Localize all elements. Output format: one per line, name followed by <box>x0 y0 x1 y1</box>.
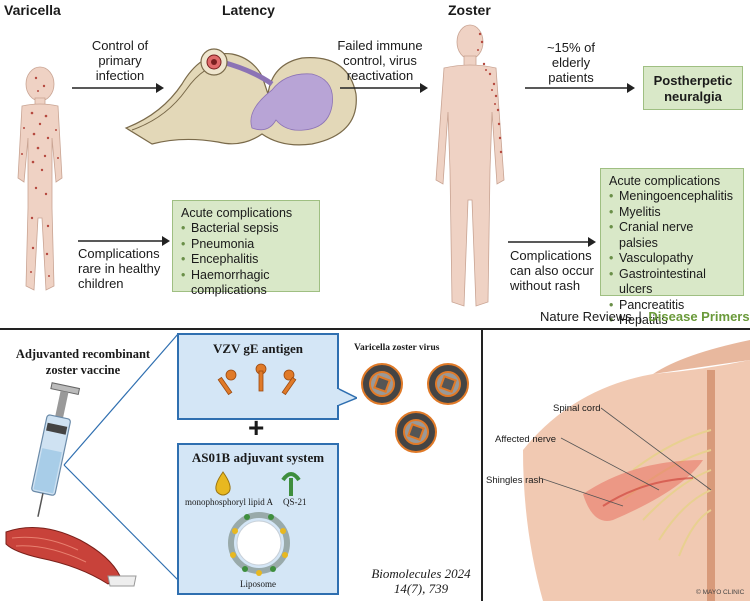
varicella-heading: Varicella <box>4 2 61 18</box>
liposome-label: Liposome <box>240 579 276 589</box>
adjuvant-box: AS01B adjuvant system monophosphoryl lip… <box>177 443 339 595</box>
arrow-zoster-complications <box>508 237 596 247</box>
copyright-notice: © MAYO CLINIC <box>696 589 745 596</box>
list-item: Meningoencephalitis <box>609 189 735 205</box>
list-item: Pneumonia <box>181 237 311 253</box>
rare-complications-label: Complications rare in healthy children <box>78 246 161 291</box>
also-complications-label: Complications can also occur without ras… <box>510 248 594 293</box>
adjuvant-components <box>215 471 301 496</box>
arrow-control <box>72 83 164 93</box>
panel-divider-vertical <box>481 330 483 601</box>
spinal-cord-label: Spinal cord <box>553 403 601 414</box>
list-item: Cranial nerve palsies <box>609 220 735 251</box>
antigen-box: VZV gE antigen <box>177 333 339 420</box>
varicella-complications-box: Acute complications Bacterial sepsis Pne… <box>172 200 320 297</box>
list-item: Myelitis <box>609 205 735 221</box>
vaccine-title: Adjuvanted recombinant zoster vaccine <box>15 347 151 377</box>
plus-sign: + <box>248 412 265 443</box>
list-item: Bacterial sepsis <box>181 221 311 237</box>
syringe-muscle-illustration <box>5 382 137 587</box>
panel-divider-horizontal <box>0 328 750 330</box>
arrow-varicella-complications <box>78 236 170 246</box>
zoster-complications-box: Acute complications Meningoencephalitis … <box>600 168 744 328</box>
complications-title: Acute complications <box>609 174 721 188</box>
arrow-elderly <box>525 83 635 93</box>
affected-nerve-label: Affected nerve <box>495 434 557 445</box>
mpl-label: monophosphoryl lipid A <box>185 497 274 507</box>
arrow-reactivation <box>340 83 428 93</box>
journal-credit: Nature Reviews | Disease Primers <box>540 309 750 324</box>
adjuvant-title: AS01B adjuvant system <box>191 450 325 465</box>
shingles-rash-label: Shingles rash <box>486 475 544 486</box>
varicella-zoster-virus-particles <box>361 363 469 453</box>
antigen-title: VZV gE antigen <box>212 341 304 356</box>
citation: Biomolecules 2024 14(7), 739 <box>371 566 471 596</box>
child-figure-varicella <box>17 66 63 291</box>
list-item: Encephalitis <box>181 252 311 268</box>
control-infection-label: Control of primary infection <box>91 38 149 83</box>
callout-pointer <box>337 388 357 407</box>
latency-heading: Latency <box>222 2 275 18</box>
postherpetic-neuralgia-box: Postherpetic neuralgia <box>643 66 743 110</box>
list-item: Haemorrhagic complications <box>181 268 311 299</box>
spinal-cord-latency-diagram <box>124 48 357 146</box>
zoom-connector-lines <box>63 333 179 581</box>
list-item: Gastrointestinal ulcers <box>609 267 735 298</box>
elderly-percentage-label: ~15% of elderly patients <box>546 40 596 85</box>
anatomy-leader-lines <box>542 407 712 507</box>
zoster-heading: Zoster <box>448 2 491 18</box>
list-item: Vasculopathy <box>609 251 735 267</box>
failed-immune-label: Failed immune control, virus reactivatio… <box>337 38 423 83</box>
complications-title: Acute complications <box>181 206 293 220</box>
liposome-icon <box>228 512 290 576</box>
list-item: Pancreatitis <box>609 298 735 314</box>
qs21-label: QS-21 <box>283 497 307 507</box>
adult-figure-zoster <box>435 24 505 307</box>
list-item: Hepatitis <box>609 313 735 329</box>
back-anatomy-illustration <box>483 330 750 601</box>
antigen-molecules <box>217 363 297 396</box>
virus-label: Varicella zoster virus <box>354 343 440 353</box>
